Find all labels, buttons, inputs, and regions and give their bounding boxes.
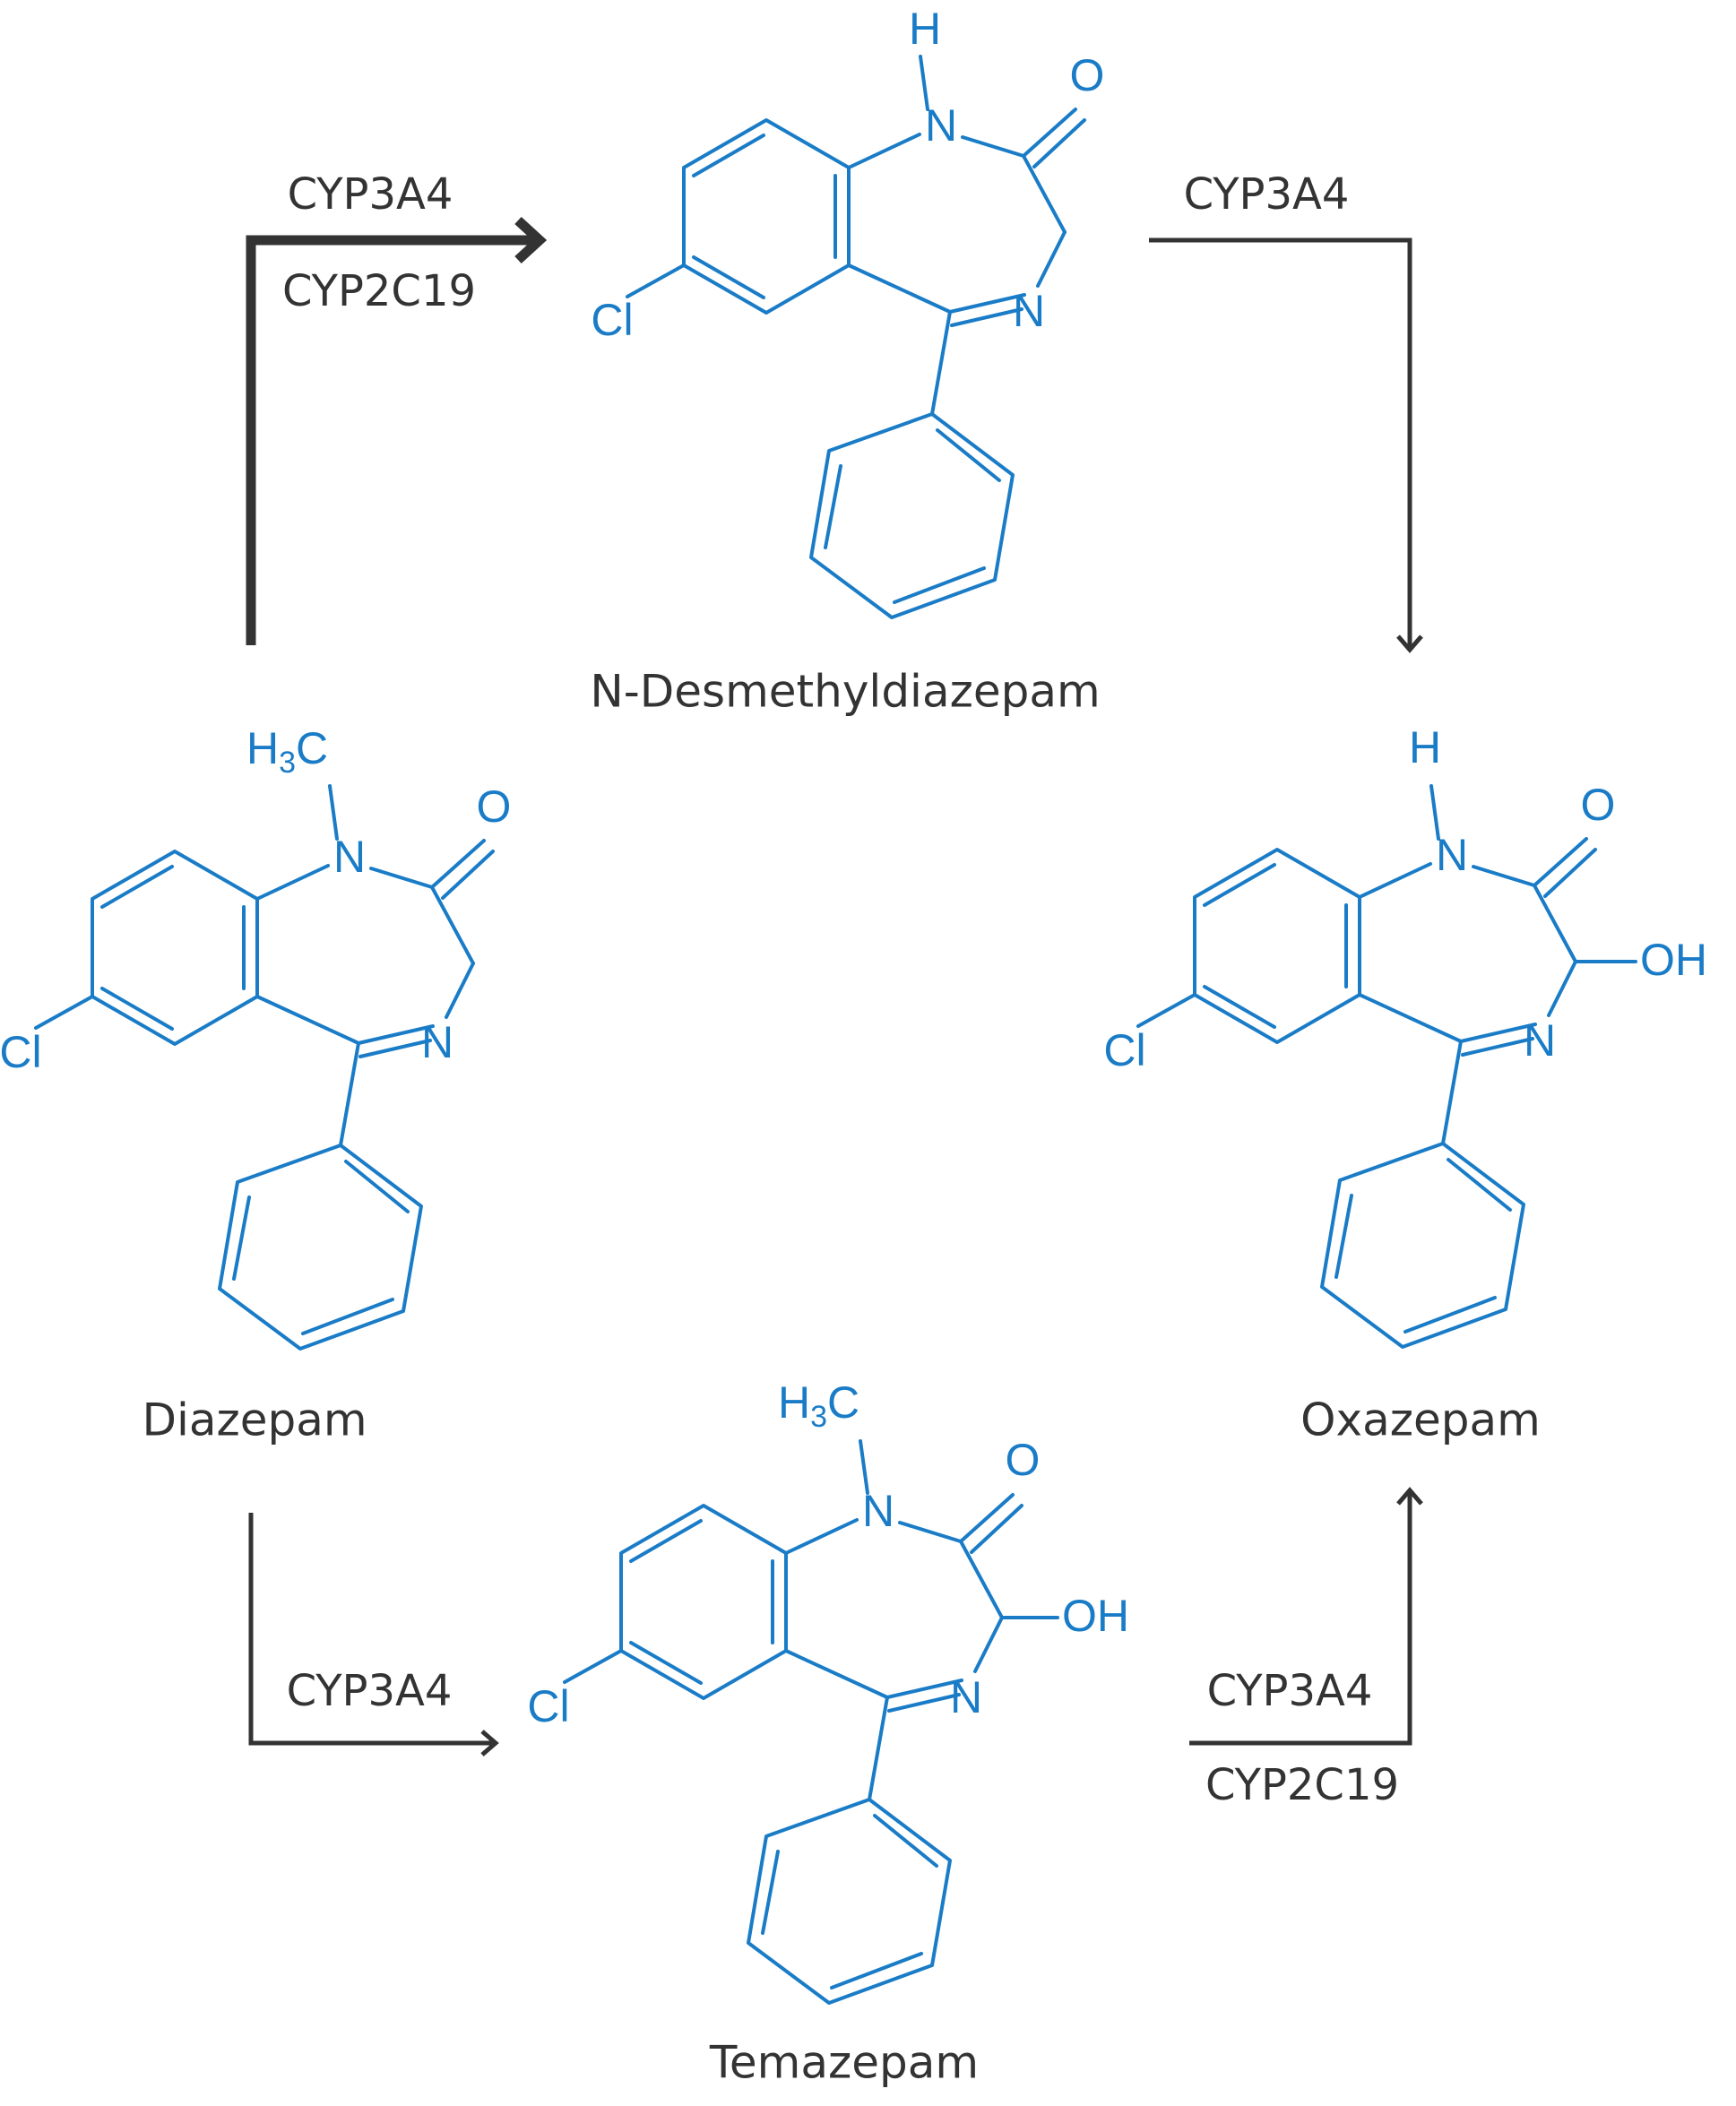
atom-oh: OH [1640,935,1707,985]
atom-n1: N [925,100,957,151]
atom-cl: Cl [1103,1025,1145,1075]
enzyme-label-cyp2c19: CYP2C19 [1205,1760,1399,1810]
arrow-diazepam-to-nordiazepam [246,216,548,645]
oxazepam-structure: H N O OH N Cl [1103,722,1707,1349]
enzyme-label-cyp3a4: CYP3A4 [1184,169,1350,220]
nordiazepam-structure: H N O N Cl [591,4,1105,619]
atom-h: H [909,4,941,54]
arrow-diazepam-to-temazepam [248,1513,499,1756]
atom-cl: Cl [591,295,633,345]
enzyme-label-cyp2c19: CYP2C19 [282,266,476,316]
atom-n4: N [1013,286,1045,336]
atom-methyl: H3C [246,723,328,780]
atom-n1: N [862,1486,894,1536]
arrow-temazepam-to-oxazepam [1189,1487,1423,1746]
diazepam-structure: H3C N O N Cl [0,723,512,1351]
enzyme-label-cyp3a4: CYP3A4 [288,169,453,220]
enzyme-label-cyp3a4: CYP3A4 [287,1666,453,1716]
atom-n1: N [1436,830,1468,880]
atom-n4: N [950,1672,982,1722]
compound-name-temazepam: Temazepam [709,2037,979,2089]
enzyme-label-cyp3a4: CYP3A4 [1207,1666,1373,1716]
atom-o: O [1070,50,1105,100]
atom-methyl: H3C [778,1377,859,1434]
atom-n4: N [421,1017,453,1067]
atom-n4: N [1524,1015,1556,1066]
compound-name-diazepam: Diazepam [142,1394,367,1446]
compound-name-oxazepam: Oxazepam [1300,1394,1541,1446]
atom-oh: OH [1062,1591,1129,1641]
atom-n1: N [333,832,366,882]
temazepam-structure: H3C N O OH N Cl [527,1377,1129,2005]
atom-o: O [1581,780,1616,830]
compound-name-nordiazepam: N-Desmethyldiazepam [590,666,1100,718]
atom-o: O [1006,1435,1041,1485]
atom-o: O [477,781,512,832]
atom-cl: Cl [527,1681,569,1731]
atom-h: H [1409,722,1441,772]
atom-cl: Cl [0,1027,42,1077]
arrow-nordiazepam-to-oxazepam [1149,237,1423,653]
